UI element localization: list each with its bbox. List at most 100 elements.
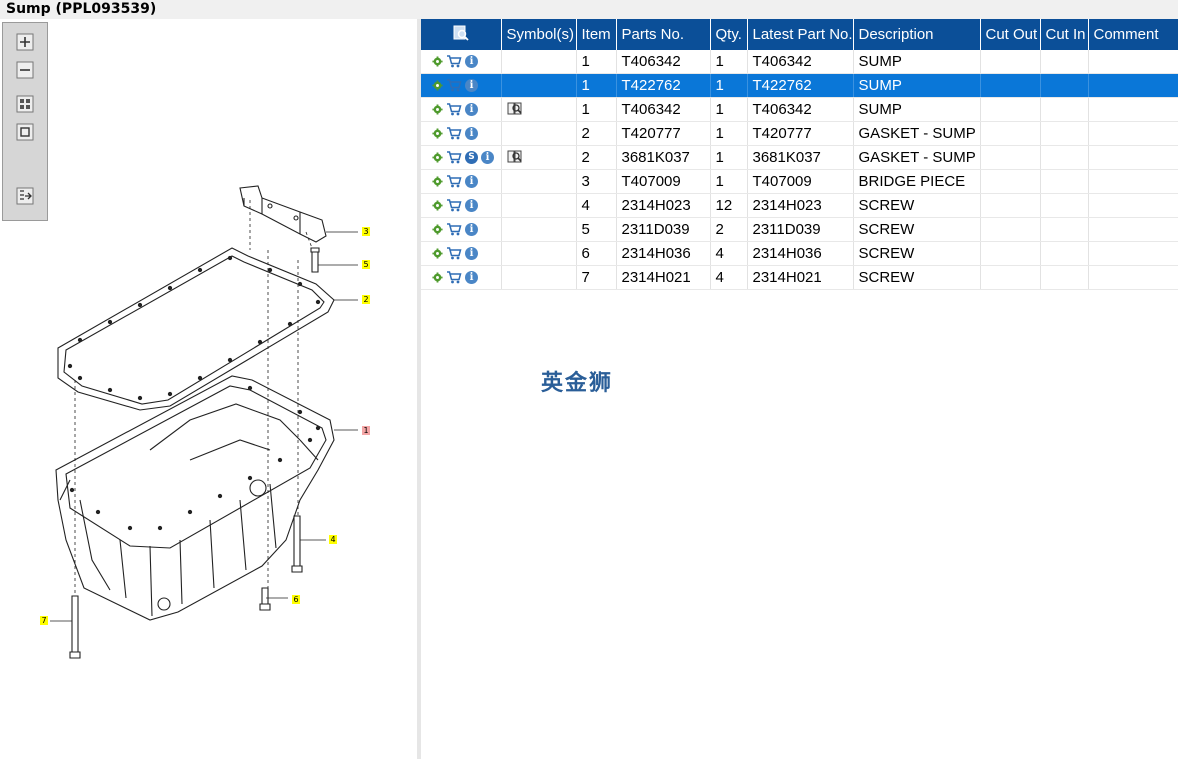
cut-out-cell [980,217,1041,242]
add-to-cart-icon[interactable] [446,199,462,212]
description-cell: SCREW [853,217,981,242]
cut-out-cell [980,73,1041,98]
export-icon[interactable] [16,187,34,205]
part-no-cell: 2311D039 [616,217,711,242]
diagram-pane[interactable]: 3 5 2 1 4 6 7 [0,19,417,759]
screw-6-drawing [259,587,271,611]
add-to-cart-icon[interactable] [446,223,462,236]
column-header-cut-out[interactable]: Cut Out [980,19,1041,50]
add-to-cart-icon[interactable] [446,271,462,284]
latest-part-no-cell: 2314H036 [747,241,854,266]
symbol-cell [501,193,577,218]
callout-4[interactable]: 4 [329,535,337,544]
info-icon[interactable]: i [465,199,478,212]
zoom-out-icon[interactable] [16,61,34,79]
info-icon[interactable]: i [465,79,478,92]
info-icon[interactable]: i [465,271,478,284]
gear-icon[interactable] [432,272,443,283]
gear-icon[interactable] [432,152,443,163]
add-to-cart-icon[interactable] [446,151,462,164]
cut-in-cell [1040,193,1089,218]
comment-cell [1088,169,1178,194]
book-search-icon[interactable] [507,101,524,115]
screw-5-drawing [310,247,320,273]
column-header-symbols[interactable]: Symbol(s) [501,19,577,50]
callout-7[interactable]: 7 [40,616,48,625]
part-no-cell: T406342 [616,97,711,122]
tile-view-icon[interactable] [16,95,34,113]
column-header-item[interactable]: Item [576,19,617,50]
parts-table-pane: Symbol(s) Item Parts No. Qty. Latest Par… [421,19,1178,759]
add-to-cart-icon[interactable] [446,247,462,260]
callout-2[interactable]: 2 [362,295,370,304]
symbol-cell [501,241,577,266]
qty-cell: 4 [710,241,748,266]
callout-6[interactable]: 6 [292,595,300,604]
column-header-cut-in[interactable]: Cut In [1040,19,1089,50]
callout-5[interactable]: 5 [362,260,370,269]
gear-icon[interactable] [432,176,443,187]
add-to-cart-icon[interactable] [446,175,462,188]
gear-icon[interactable] [432,80,443,91]
info-icon[interactable]: i [481,151,494,164]
column-header-comment[interactable]: Comment [1088,19,1178,50]
qty-cell: 2 [710,217,748,242]
comment-cell [1088,97,1178,122]
part-no-cell: 2314H021 [616,265,711,290]
description-cell: GASKET - SUMP [853,145,981,170]
column-header-description[interactable]: Description [853,19,981,50]
gear-icon[interactable] [432,200,443,211]
pane-splitter[interactable] [417,19,421,759]
symbol-cell [501,217,577,242]
symbol-cell [501,265,577,290]
callout-3[interactable]: 3 [362,227,370,236]
info-icon[interactable]: i [465,223,478,236]
add-to-cart-icon[interactable] [446,127,462,140]
cut-out-cell [980,121,1041,146]
cut-in-cell [1040,217,1089,242]
column-header-qty[interactable]: Qty. [710,19,748,50]
search-parts-icon[interactable] [453,25,469,41]
column-header-parts-no[interactable]: Parts No. [616,19,711,50]
add-to-cart-icon[interactable] [446,55,462,68]
info-icon[interactable]: i [465,127,478,140]
gear-icon[interactable] [432,104,443,115]
window-title: Sump (PPL093539) [6,1,157,17]
callout-1[interactable]: 1 [362,426,370,435]
watermark-logo: 英金狮 [541,371,614,396]
cut-out-cell [980,145,1041,170]
description-cell: SCREW [853,193,981,218]
info-icon[interactable]: i [465,55,478,68]
screw-7-drawing [69,595,81,659]
item-cell: 1 [576,50,617,74]
gear-icon[interactable] [432,56,443,67]
supersession-badge-icon[interactable]: S [465,151,478,164]
item-cell: 5 [576,217,617,242]
gear-icon[interactable] [432,128,443,139]
info-icon[interactable]: i [465,103,478,116]
book-search-icon[interactable] [507,149,524,163]
gear-icon[interactable] [432,248,443,259]
parts-table: Symbol(s) Item Parts No. Qty. Latest Par… [421,19,1178,290]
gear-icon[interactable] [432,224,443,235]
info-icon[interactable]: i [465,247,478,260]
add-to-cart-icon[interactable] [446,103,462,116]
add-to-cart-icon[interactable] [446,79,462,92]
zoom-in-icon[interactable] [16,33,34,51]
info-icon[interactable]: i [465,175,478,188]
description-cell: SUMP [853,97,981,122]
column-header-actions[interactable] [421,19,502,50]
description-cell: SCREW [853,265,981,290]
fit-view-icon[interactable] [16,123,34,141]
column-header-latest-part-no[interactable]: Latest Part No. [747,19,854,50]
